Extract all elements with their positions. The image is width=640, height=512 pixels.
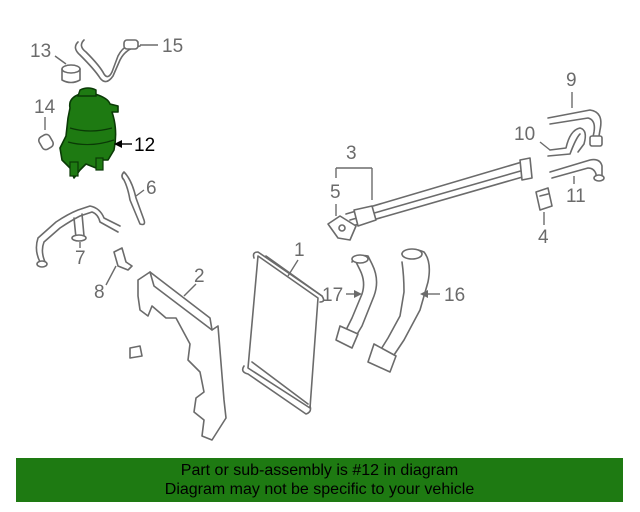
callout-14: 14: [34, 97, 56, 118]
part-14-fitting: [37, 133, 55, 151]
part-1-radiator: [241, 251, 325, 415]
leader-2: [183, 283, 197, 297]
callout-3: 3: [346, 143, 357, 164]
callout-13: 13: [30, 41, 51, 62]
part-6-hose: [121, 171, 146, 226]
callout-9: 9: [566, 70, 577, 91]
leader-1: [287, 259, 299, 277]
callout-7: 7: [75, 248, 86, 269]
part-17-hose: [335, 254, 378, 349]
part-11-hose: [549, 158, 605, 182]
part-5-bracket: [327, 215, 357, 241]
arrowhead-16: [420, 290, 428, 298]
part-13-cap: [61, 64, 81, 84]
part-10-hose: [547, 127, 587, 157]
callout-10: 10: [514, 124, 535, 145]
callout-12: 12: [134, 135, 155, 156]
leader-10: [539, 141, 551, 151]
leader-6: [135, 189, 145, 197]
caption-line-1: Part or sub-assembly is #12 in diagram: [180, 462, 459, 479]
callout-8: 8: [94, 282, 105, 303]
callout-2: 2: [194, 266, 205, 287]
callout-5: 5: [330, 182, 341, 203]
part-7-hose-assembly: [35, 205, 121, 268]
part-12-coolant-reservoir: [59, 87, 119, 179]
part-16-hose: [367, 248, 431, 373]
part-3-oil-lines: [345, 157, 533, 227]
leader-3: [335, 167, 373, 200]
leader-8: [105, 265, 117, 286]
part-8-clip: [113, 247, 133, 271]
parts-diagram: 13 15 14 12 6 7 8: [30, 36, 605, 441]
callout-17: 17: [322, 285, 343, 306]
part-4-clip: [535, 187, 553, 211]
callout-4: 4: [538, 227, 549, 248]
callout-6: 6: [146, 178, 157, 199]
part-2-radiator-shroud: [129, 271, 227, 441]
part-9-hose: [547, 109, 603, 147]
part-15-hose: [74, 39, 141, 83]
arrowhead-12: [114, 140, 122, 148]
callout-11: 11: [566, 186, 586, 207]
callout-16: 16: [444, 285, 465, 306]
caption-bar: Part or sub-assembly is #12 in diagram D…: [16, 458, 623, 502]
arrowhead-17: [354, 290, 362, 298]
callout-1: 1: [294, 240, 305, 261]
caption-line-2: Diagram may not be specific to your vehi…: [164, 481, 475, 498]
leader-13: [54, 55, 67, 65]
callout-15: 15: [162, 36, 183, 57]
